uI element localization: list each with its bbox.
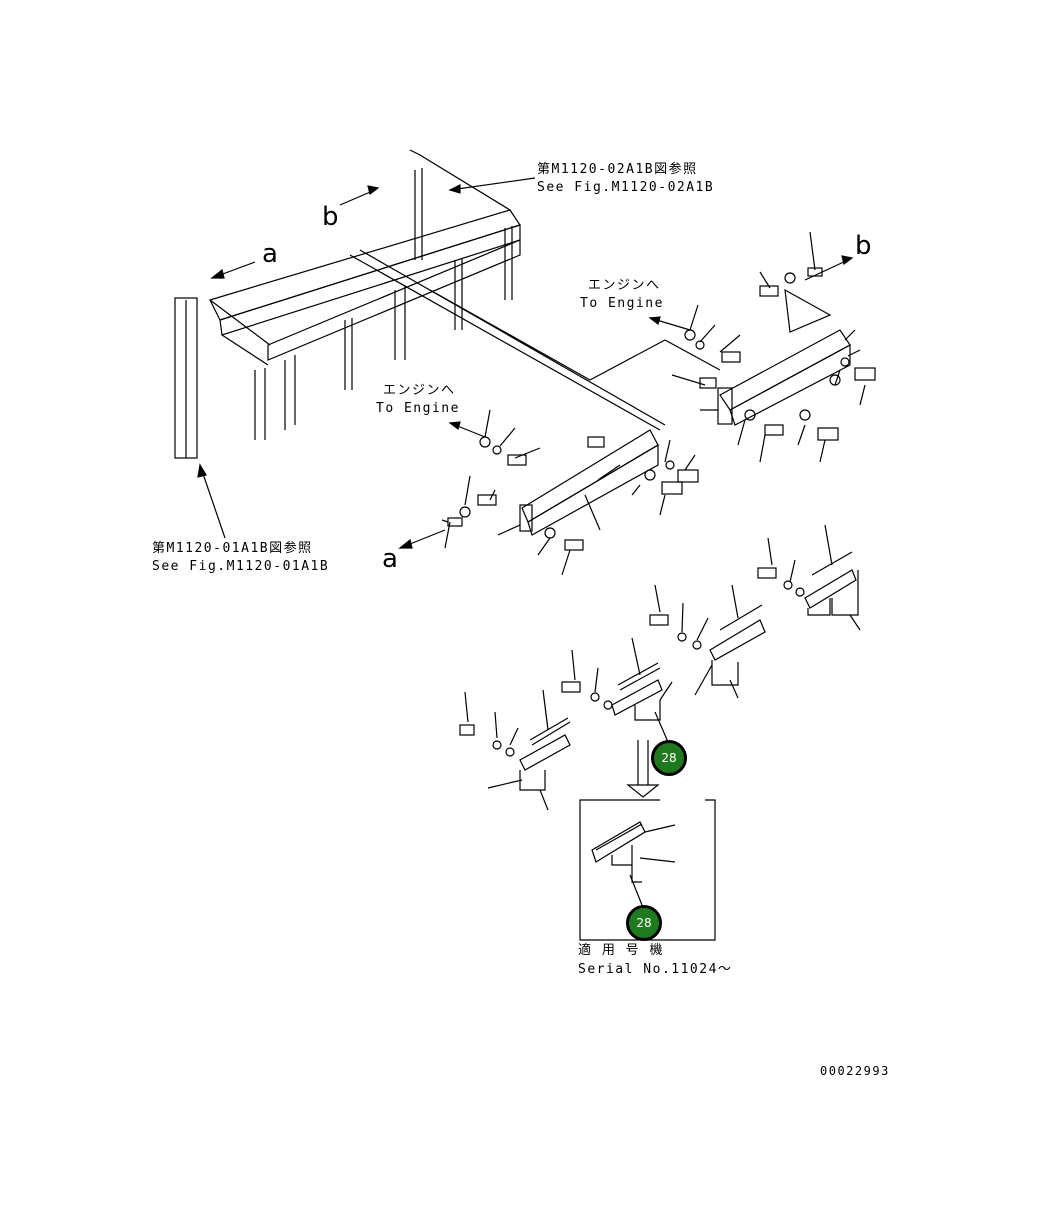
bracket-1: [459, 689, 571, 811]
engine-label-2-en: To Engine: [376, 401, 460, 416]
arrows: [197, 177, 854, 798]
view-letter-b-right: b: [855, 231, 872, 261]
ref-left-en: See Fig.M1120-01A1B: [152, 559, 330, 574]
engine-label-1-jp: エンジンへ: [588, 278, 661, 293]
drawing-id: 00022993: [820, 1064, 890, 1078]
ref-top-jp: 第M1120-02A1B図参照: [537, 162, 698, 177]
bracket-4: [757, 524, 861, 631]
ref-left-jp: 第M1120-01A1B図参照: [152, 541, 313, 556]
mounting-plate-right: [671, 231, 876, 463]
ref-top-en: See Fig.M1120-02A1B: [537, 180, 715, 195]
part-callout-28[interactable]: 28: [651, 740, 687, 776]
mounting-plate-center: [441, 409, 699, 576]
engine-label-2-jp: エンジンへ: [383, 383, 456, 398]
serial-en: Serial No.11024～: [578, 962, 733, 977]
engine-label-1-en: To Engine: [580, 296, 664, 311]
bracket-2: [561, 637, 673, 743]
view-letter-a-top: a: [262, 239, 278, 269]
view-letter-a-bottom: a: [382, 544, 398, 574]
part-callout-28-inset[interactable]: 28: [626, 905, 662, 941]
clip-brackets: [459, 524, 861, 811]
bracket-3: [649, 584, 766, 699]
view-letter-b-top: b: [322, 202, 339, 232]
serial-jp: 適 用 号 機: [578, 943, 664, 958]
frame-assembly: [174, 149, 721, 459]
